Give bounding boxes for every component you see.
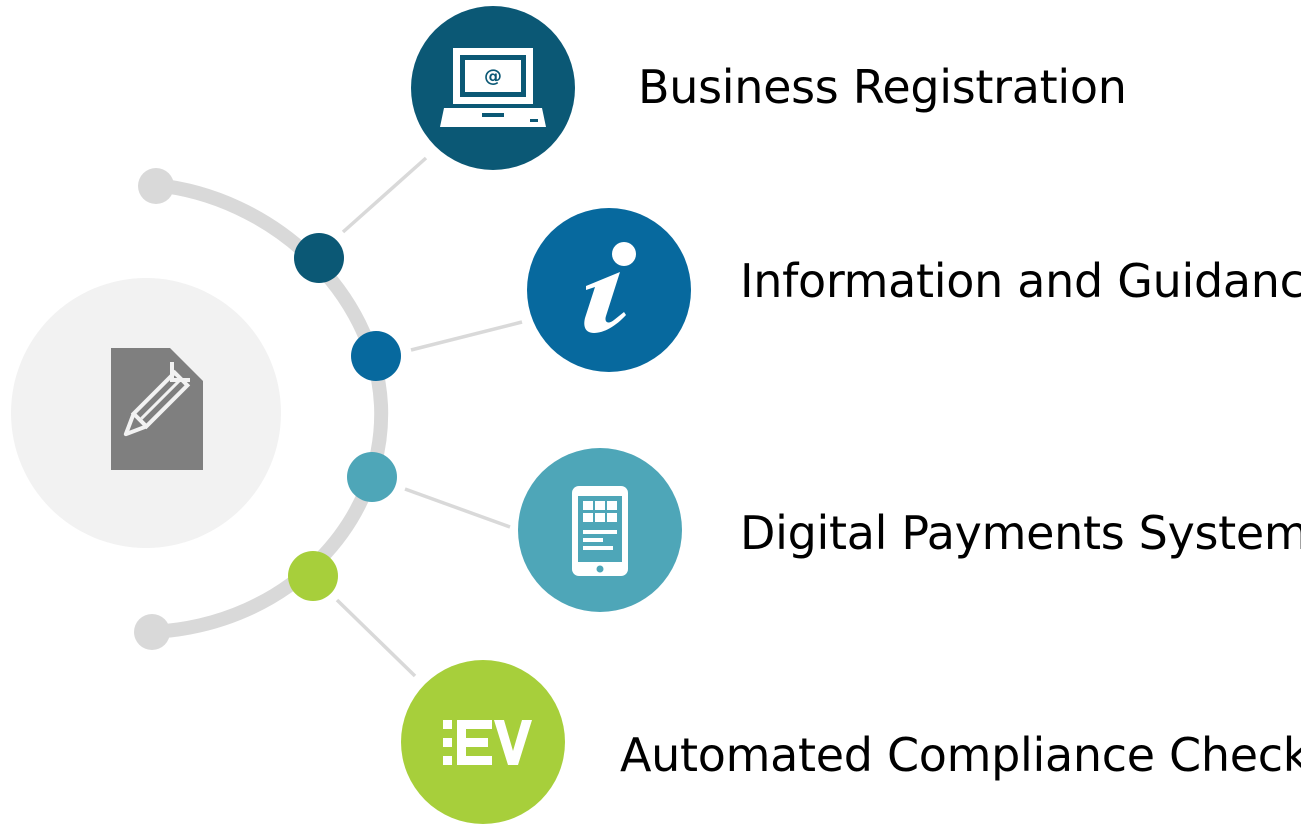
ev-list-icon: [443, 720, 532, 765]
item-label-digital-payments-systems: Digital Payments Systems: [740, 506, 1301, 560]
item-label-automated-compliance-checks: Automated Compliance Checks: [620, 728, 1301, 782]
info-icon: [584, 242, 636, 333]
connector-line-1: [341, 156, 428, 234]
document-pencil-icon: [111, 348, 203, 470]
svg-text:@: @: [484, 66, 502, 87]
connector-line-2: [410, 320, 523, 352]
arc-end-bottom: [134, 614, 170, 650]
arc-end-top: [138, 168, 174, 204]
mobile-phone-icon: [572, 486, 628, 576]
arc-node-2: [351, 331, 401, 381]
timeline-arc: [145, 178, 389, 639]
item-label-business-registration: Business Registration: [638, 60, 1127, 114]
laptop-at-icon: @: [440, 48, 546, 127]
arc-node-3: [347, 452, 397, 502]
connector-line-4: [335, 598, 417, 678]
arc-node-1: [294, 233, 344, 283]
item-label-information-and-guidance: Information and Guidance: [740, 254, 1301, 308]
arc-node-4: [288, 551, 338, 601]
connector-line-3: [404, 487, 511, 529]
